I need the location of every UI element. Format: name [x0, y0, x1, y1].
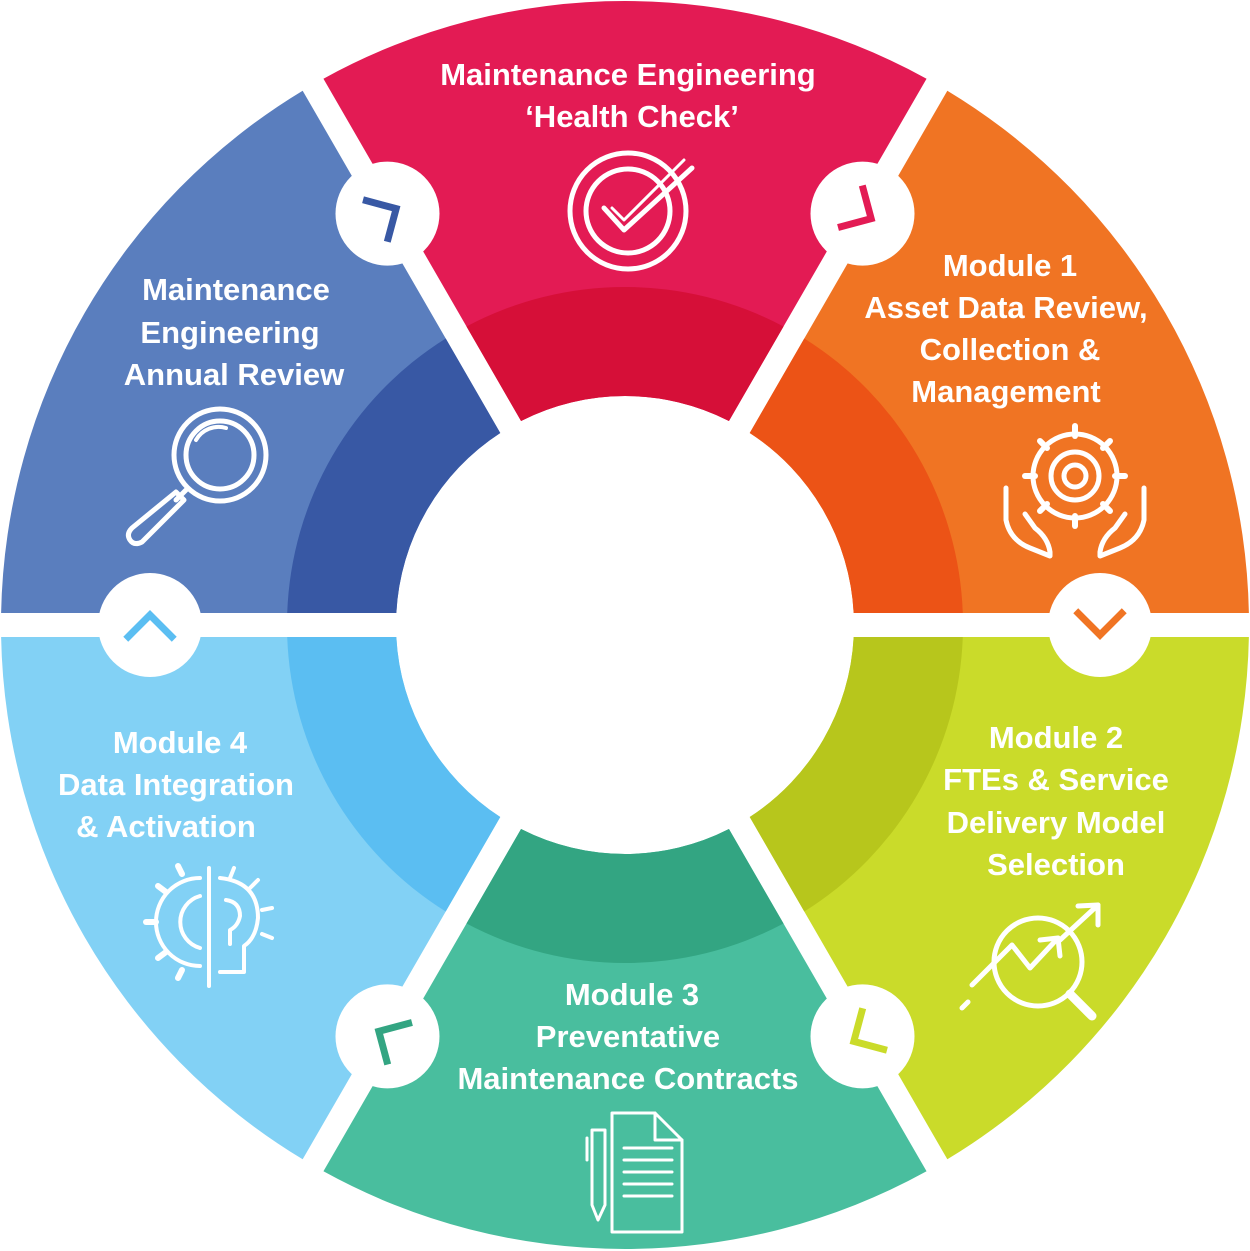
label-line: Asset Data Review,	[864, 290, 1147, 325]
connector-badge	[1048, 573, 1152, 677]
connector-m3-to-m4	[335, 984, 440, 1089]
svg-text:Module 4: Module 4	[113, 725, 248, 760]
segment-label-module-3: Module 3 Preventative Maintenance Contra…	[457, 977, 798, 1096]
label-line: Maintenance	[142, 272, 330, 307]
chevron-arrow-icon	[849, 1007, 888, 1054]
svg-text:Collection &: Collection &	[920, 332, 1101, 367]
svg-text:FTEs & Service: FTEs & Service	[943, 762, 1169, 797]
label-line: Maintenance Engineering	[440, 57, 816, 92]
chevron-arrow-icon	[374, 1019, 413, 1066]
label-line: Module 1	[943, 248, 1077, 283]
svg-text:Selection: Selection	[987, 847, 1125, 882]
svg-text:Data Integration: Data Integration	[58, 767, 294, 802]
connector-m2-to-m3	[810, 984, 915, 1089]
growth-analysis-icon	[959, 902, 1101, 1021]
label-line: Annual Review	[124, 357, 345, 392]
label-line: Preventative	[536, 1019, 720, 1054]
label-line: Selection	[987, 847, 1125, 882]
svg-text:Preventative: Preventative	[536, 1019, 720, 1054]
segment-inner-band	[287, 338, 501, 613]
magnifier-icon	[125, 406, 269, 547]
connectors-layer	[98, 161, 1152, 1089]
label-line: & Activation	[76, 809, 256, 844]
svg-text:Engineering: Engineering	[140, 315, 319, 350]
chevron-up-icon	[123, 610, 177, 642]
connector-m1-to-m2	[1048, 573, 1152, 677]
svg-text:Module 1: Module 1	[943, 248, 1077, 283]
chevron-arrow-icon	[837, 184, 876, 231]
segment-label-annual-review: Maintenance Engineering Annual Review	[124, 272, 345, 392]
svg-text:Delivery Model: Delivery Model	[947, 805, 1166, 840]
segment-outer-band	[323, 829, 927, 1249]
document-pen-icon	[585, 1111, 684, 1234]
svg-text:Asset Data Review,: Asset Data Review,	[864, 290, 1147, 325]
segment-health-check	[323, 0, 927, 421]
svg-text:Maintenance Engineering: Maintenance Engineering	[440, 57, 816, 92]
label-line: Module 2	[989, 720, 1123, 755]
gear-lightbulb-icon	[143, 863, 274, 988]
segment-outer-band	[323, 0, 927, 421]
label-line: Module 3	[565, 977, 699, 1012]
connector-badge	[335, 161, 440, 266]
label-line: Data Integration	[58, 767, 294, 802]
segment-label-module-4: Module 4 Data Integration & Activation	[58, 725, 294, 844]
center-hole	[397, 397, 853, 853]
label-line: Maintenance Contracts	[457, 1061, 798, 1096]
gear-in-hands-icon	[1003, 423, 1147, 559]
segment-inner-band	[749, 338, 963, 613]
svg-text:Maintenance Contracts: Maintenance Contracts	[457, 1061, 798, 1096]
chevron-down-icon	[1073, 608, 1127, 640]
svg-text:& Activation: & Activation	[76, 809, 256, 844]
segment-label-module-2: Module 2 FTEs & Service Delivery Model S…	[943, 720, 1169, 882]
center-layer	[397, 397, 853, 853]
svg-text:Annual Review: Annual Review	[124, 357, 345, 392]
segment-inner-band	[466, 829, 784, 963]
connector-m4-to-review	[98, 573, 202, 677]
segment-inner-band	[466, 287, 784, 421]
connector-review-to-health	[335, 161, 440, 266]
connector-badge	[98, 573, 202, 677]
segment-inner-band	[287, 637, 501, 912]
svg-text:‘Health Check’: ‘Health Check’	[525, 99, 739, 134]
label-line: ‘Health Check’	[525, 99, 739, 134]
svg-text:Module 3: Module 3	[565, 977, 699, 1012]
label-line: Engineering	[140, 315, 319, 350]
svg-text:Module 2: Module 2	[989, 720, 1123, 755]
check-target-icon	[567, 150, 695, 272]
svg-text:Management: Management	[911, 374, 1100, 409]
segment-module-3	[323, 829, 927, 1249]
label-line: Management	[911, 374, 1100, 409]
label-line: FTEs & Service	[943, 762, 1169, 797]
connector-badge	[810, 984, 915, 1089]
label-line: Collection &	[920, 332, 1101, 367]
connector-badge	[810, 161, 915, 266]
label-line: Delivery Model	[947, 805, 1166, 840]
segment-label-module-1: Module 1 Asset Data Review, Collection &…	[864, 248, 1147, 409]
svg-text:Maintenance: Maintenance	[142, 272, 330, 307]
connector-health-to-m1	[810, 161, 915, 266]
connector-badge	[335, 984, 440, 1089]
segment-label-health-check: Maintenance Engineering ‘Health Check’	[440, 57, 816, 134]
segment-inner-band	[749, 637, 963, 912]
label-line: Module 4	[113, 725, 248, 760]
chevron-arrow-icon	[362, 196, 401, 243]
